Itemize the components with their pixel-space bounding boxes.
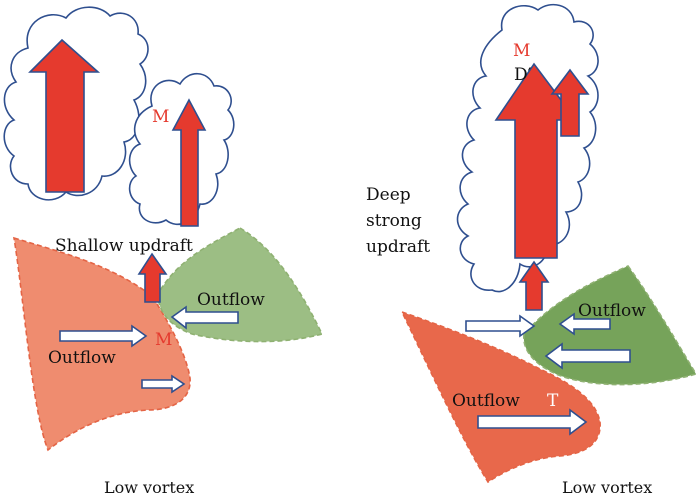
right-outflow-red-label: Outflow xyxy=(452,391,520,411)
right-green-outflow-arrow-upper xyxy=(558,312,611,336)
right-d-prime-label: D′ xyxy=(514,65,532,85)
left-low-vortex-label: Low vortex xyxy=(104,478,194,497)
left-red-outflow-arrow-upper xyxy=(59,324,148,348)
left-outflow-green-label: Outflow xyxy=(197,290,265,310)
left-small-cloud-updraft-arrow xyxy=(171,98,207,227)
left-big-updraft-arrow xyxy=(28,38,101,193)
deep-label-1: Deep xyxy=(366,185,411,205)
right-red-outflow-arrow-lower xyxy=(477,408,588,436)
right-outflow-green-label: Outflow xyxy=(578,301,646,321)
right-t-label: T xyxy=(547,391,559,411)
right-top-m-label: M xyxy=(513,41,530,61)
left-green-outflow-arrow xyxy=(170,305,239,330)
right-panel: M D′ Deep strong updraft Outflow Outflow… xyxy=(366,3,698,497)
right-red-cold-pool xyxy=(400,310,601,484)
left-panel: M Shallow updraft Outflow M Outflow Low … xyxy=(3,6,324,497)
left-red-outflow-arrow-lower xyxy=(141,374,186,394)
left-junction-m-label: M xyxy=(155,330,172,350)
right-green-outflow-arrow-lower xyxy=(544,342,631,370)
left-junction-updraft-arrow xyxy=(137,252,168,303)
right-red-outflow-arrow-upper xyxy=(465,314,536,338)
left-outflow-red-label: Outflow xyxy=(48,348,116,368)
left-cloud-m-label: M xyxy=(152,107,169,127)
deep-label-3: updraft xyxy=(366,237,430,257)
right-lower-updraft-arrow xyxy=(518,260,550,311)
right-small-updraft-arrow xyxy=(550,68,590,137)
shallow-updraft-label: Shallow updraft xyxy=(55,236,193,256)
deep-label-2: strong xyxy=(366,211,422,231)
right-low-vortex-label: Low vortex xyxy=(562,478,652,497)
left-red-cold-pool xyxy=(13,236,191,452)
